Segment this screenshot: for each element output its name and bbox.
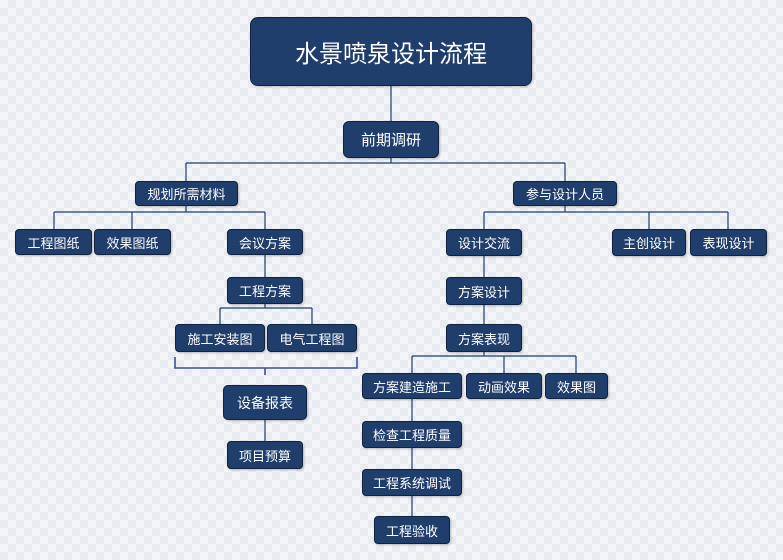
node-phase-research: 前期调研 xyxy=(343,121,439,158)
node-design-staff: 参与设计人员 xyxy=(513,181,617,206)
node-animation-effect: 动画效果 xyxy=(466,373,542,399)
node-electrical-drawing: 电气工程图 xyxy=(267,324,357,352)
node-effect-drawings: 效果图纸 xyxy=(94,229,171,255)
node-installation-drawing: 施工安装图 xyxy=(175,324,265,352)
node-quality-check: 检查工程质量 xyxy=(362,421,462,448)
node-design-exchange: 设计交流 xyxy=(446,229,522,256)
node-planning-materials: 规划所需材料 xyxy=(135,181,238,206)
node-lead-design: 主创设计 xyxy=(612,229,686,256)
node-scheme-presentation: 方案表现 xyxy=(446,324,522,352)
diagram-title: 水景喷泉设计流程 xyxy=(250,17,532,86)
node-project-budget: 项目预算 xyxy=(227,441,303,469)
node-scheme-design: 方案设计 xyxy=(446,277,522,305)
node-equipment-report: 设备报表 xyxy=(223,385,307,420)
node-engineering-drawings: 工程图纸 xyxy=(15,229,92,255)
node-project-acceptance: 工程验收 xyxy=(374,516,450,544)
node-rendering: 效果图 xyxy=(545,373,608,399)
node-system-debugging: 工程系统调试 xyxy=(362,469,462,496)
node-construction: 方案建造施工 xyxy=(362,373,462,399)
node-presentation-design: 表现设计 xyxy=(690,229,767,256)
node-project-plan: 工程方案 xyxy=(227,277,303,304)
node-meeting-plan: 会议方案 xyxy=(227,229,303,255)
